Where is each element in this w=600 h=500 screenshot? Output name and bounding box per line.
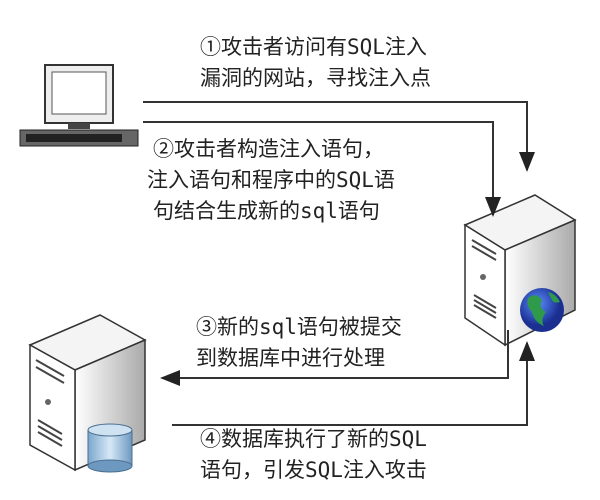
arrow-step2 xyxy=(143,121,501,217)
step4-label: ④数据库执行了新的SQL 语句，引发SQL注入攻击 xyxy=(200,424,427,486)
attacker-computer-icon xyxy=(19,64,139,147)
step2-line3: 句结合生成新的sql语句 xyxy=(153,199,380,223)
step1-label: ①攻击者访问有SQL注入 漏洞的网站，寻找注入点 xyxy=(200,32,431,94)
globe-icon xyxy=(520,288,564,332)
database-cylinder-icon xyxy=(87,423,133,473)
step1-line2: 漏洞的网站，寻找注入点 xyxy=(200,66,431,90)
step2-line2: 注入语句和程序中的SQL语 xyxy=(147,168,395,192)
arrow-step1 xyxy=(143,101,535,172)
step4-line2: 语句，引发SQL注入攻击 xyxy=(200,458,427,482)
step4-line1: ④数据库执行了新的SQL xyxy=(200,427,427,451)
step1-line1: ①攻击者访问有SQL注入 xyxy=(200,35,427,59)
step3-line1: ③新的sql语句被提交 xyxy=(196,315,402,339)
step2-label: ②攻击者构造注入语句， 注入语句和程序中的SQL语 句结合生成新的sql语句 xyxy=(147,134,395,227)
arrow-step3 xyxy=(160,330,509,386)
step3-line2: 到数据库中进行处理 xyxy=(196,346,385,370)
arrow-step4 xyxy=(172,341,535,426)
step3-label: ③新的sql语句被提交 到数据库中进行处理 xyxy=(196,312,402,374)
step2-line1: ②攻击者构造注入语句， xyxy=(153,137,384,161)
